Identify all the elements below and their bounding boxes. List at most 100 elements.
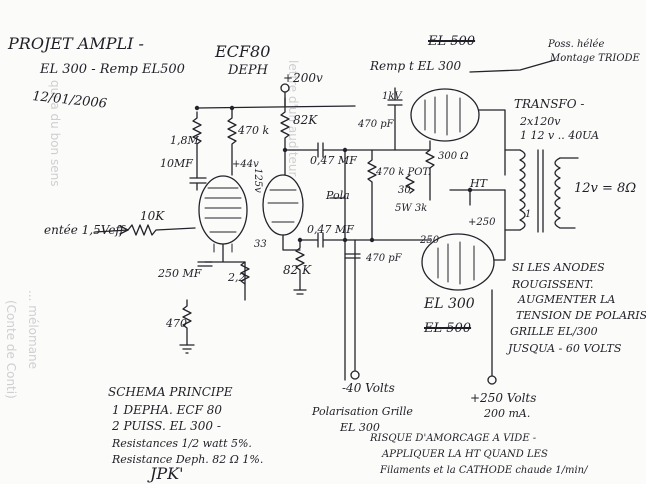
minus40-terminal	[350, 370, 360, 380]
transfo-core	[537, 149, 544, 233]
input-arrow	[119, 225, 129, 235]
struck-el500-label: EL 500	[428, 34, 476, 49]
el300-top-electrodes	[424, 94, 461, 136]
ground-line	[179, 344, 195, 354]
hv-terminal	[280, 83, 290, 93]
schema-line4: Resistances 1/2 watt 5%.	[112, 437, 252, 450]
label-250-in: +250	[468, 217, 496, 228]
anodes-note-6: JUSQUA - 60 VOLTS	[508, 342, 622, 355]
junction-dot	[369, 237, 375, 243]
label-10mf: 10MF	[160, 157, 193, 170]
risque-line2: APPLIQUER LA HT QUAND LES	[382, 449, 548, 460]
pola-line	[329, 149, 346, 381]
transfo-title: TRANSFO -	[514, 97, 585, 111]
label-10k: 10K	[140, 209, 165, 223]
signature: JPK'	[150, 464, 184, 483]
label-200v: +200v	[283, 71, 323, 85]
label-pola: Pola	[326, 189, 350, 202]
label-ht: HT	[470, 177, 487, 190]
label-470: 470	[166, 317, 187, 330]
junction-dot	[342, 237, 348, 243]
ma-label: 200 mA.	[484, 407, 531, 420]
r-82k-lower	[295, 239, 305, 291]
el300-bottom-electrodes	[437, 241, 475, 285]
anodes-note-1: SI LES ANODES	[512, 261, 605, 274]
label-5w: 5W 3k	[395, 203, 428, 214]
r-2k2	[240, 261, 250, 285]
c-250mf	[197, 261, 213, 267]
remp-el300-label: Remp t EL 300	[370, 59, 462, 73]
polarisation-line1: Polarisation Grille	[312, 405, 413, 418]
pentode-filament	[213, 243, 233, 253]
tube-ecf80-label: ECF80	[215, 42, 271, 61]
transfo-line2: 1 12 v .. 40UA	[520, 129, 600, 142]
r-82k	[280, 97, 290, 176]
r-470	[182, 299, 192, 346]
junction-dot	[282, 147, 288, 153]
transfo-secondary: 12v = 8Ω	[574, 181, 637, 196]
tube-deph-label: DEPH	[228, 63, 268, 78]
input-wire	[94, 229, 129, 233]
triode-cathode-wire	[282, 234, 301, 251]
ground-symbol	[293, 289, 307, 295]
junction-dot	[342, 147, 348, 153]
label-entry: entée 1,5Veff	[44, 223, 124, 237]
label-33: 33	[254, 239, 267, 250]
ecf80-pentode-tube	[198, 175, 248, 245]
transfo-primary	[519, 149, 526, 231]
label-047-top: 0,47 MF	[310, 154, 357, 167]
label-2k2: 2,2	[228, 271, 246, 284]
junction-dot	[467, 187, 473, 193]
r-30	[405, 174, 415, 194]
hv-rail	[196, 91, 356, 109]
schema-line2: 1 DEPHA. ECF 80	[112, 403, 223, 417]
label-470pf-1: 470 pF	[358, 119, 394, 130]
pentode-electrodes	[204, 187, 242, 233]
el300-bottom-plate	[493, 189, 506, 261]
input-resistor-10k	[127, 224, 196, 236]
label-250-2: 250	[420, 235, 440, 246]
anodes-note-3: AUGMENTER LA	[518, 293, 616, 306]
triode-electrodes	[267, 189, 299, 223]
parallel-note-line2: Montage TRIODE	[550, 53, 640, 64]
junction-dot	[229, 105, 235, 111]
r-300	[425, 140, 435, 201]
c-047-bottom	[299, 232, 431, 248]
el300-label: EL 300	[424, 296, 475, 312]
ht-node	[449, 189, 506, 206]
label-470pf-2: 470 pF	[366, 253, 402, 264]
label-470k: 470 k	[238, 124, 270, 137]
ecf80-triode-tube	[262, 174, 304, 236]
transfo-secondary	[554, 157, 576, 229]
el300-note-line	[469, 59, 556, 73]
el500-struck-label: EL 500	[424, 321, 472, 336]
parallel-note-line1: Poss. hélée	[548, 39, 605, 50]
label-047-bottom: 0,47 MF	[307, 223, 354, 236]
project-subtitle: EL 300 - Remp EL500	[40, 62, 185, 77]
polarisation-line2: EL 300	[340, 421, 380, 434]
r-470k-pot	[367, 149, 377, 241]
anodes-note-5: GRILLE EL/300	[510, 325, 598, 338]
r-1m8	[192, 111, 202, 179]
el300-tube-bottom	[421, 233, 495, 291]
label-1m8: 1,8M	[170, 134, 199, 147]
label-44v: +44v	[232, 159, 259, 170]
anodes-note-4: TENSION DE POLARISA	[516, 309, 646, 322]
transfo-leads	[504, 149, 579, 231]
anodes-note-2: ROUGISSENT.	[512, 278, 594, 291]
c-1kv	[387, 87, 403, 151]
project-title: PROJET AMPLI -	[8, 34, 144, 53]
label-1kv: 1kV	[382, 91, 402, 102]
c-470pf-left	[344, 253, 361, 259]
junction-dot	[297, 237, 303, 243]
label-300: 300 Ω	[438, 151, 469, 162]
risque-line3: Filaments et la CATHODE chaude 1/min/	[380, 465, 588, 476]
r-470k	[227, 107, 237, 176]
label-82k-lower: 82 K	[283, 263, 312, 277]
minus40-label: -40 Volts	[342, 381, 395, 395]
schema-line1: SCHEMA PRINCIPE	[108, 385, 233, 399]
label-250mf: 250 MF	[158, 267, 202, 280]
risque-line1: RISQUE D'AMORCAGE A VIDE -	[370, 433, 537, 444]
